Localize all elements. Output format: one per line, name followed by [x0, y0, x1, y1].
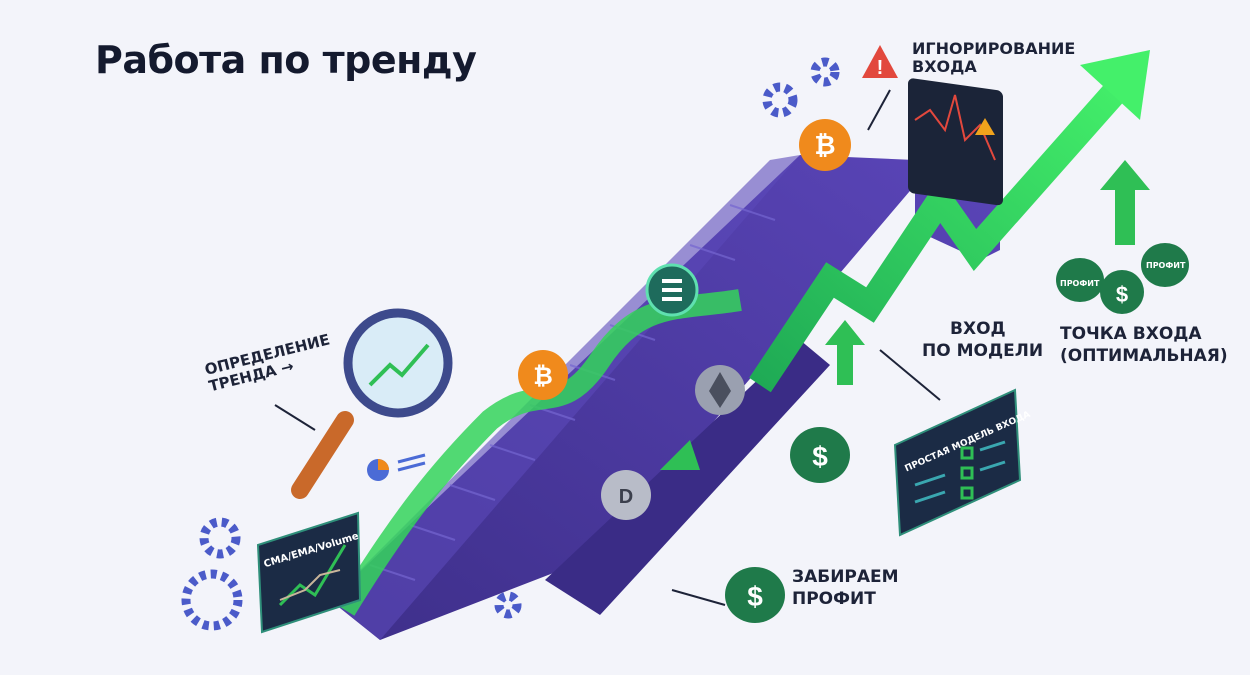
money-bag-icon: $	[790, 427, 850, 483]
label-entry-point-1: Точка входа	[1060, 324, 1202, 344]
label-take-profit-2: профит	[792, 589, 876, 609]
pie-chart-icon	[367, 453, 426, 481]
up-arrow-icon	[660, 160, 1150, 470]
pointer-arrows	[274, 89, 941, 606]
bitcoin-coin-icon: ₿	[799, 119, 851, 171]
warning-chart-panel	[908, 78, 1003, 206]
svg-text:$: $	[812, 441, 828, 472]
money-bag-icon: $	[1100, 270, 1144, 314]
svg-text:₿: ₿	[814, 130, 835, 160]
label-ignore-entry: Игнорирование входа	[912, 39, 1076, 76]
money-bag-icon	[1141, 243, 1189, 287]
solana-coin-icon	[645, 263, 699, 317]
dash-coin-icon: D	[601, 470, 651, 520]
svg-text:!: !	[877, 57, 884, 79]
checklist-panel	[893, 388, 1022, 537]
bitcoin-coin-icon: ₿	[518, 350, 568, 400]
warning-icon: !	[862, 45, 898, 79]
svg-text:D: D	[619, 486, 633, 508]
magnifier-icon	[291, 308, 453, 499]
ethereum-coin-icon	[695, 365, 745, 415]
money-bag-symbol: $	[1072, 272, 1073, 273]
bag-label-profit: Профит	[1060, 279, 1100, 288]
label-entry-point-2: (оптимальная)	[1060, 346, 1228, 366]
svg-text:$: $	[747, 581, 763, 612]
label-model-entry-2: по модели	[922, 341, 1044, 361]
label-take-profit-1: Забираем	[792, 567, 899, 587]
svg-text:$: $	[1116, 282, 1128, 307]
page-title: Работа по тренду	[95, 38, 477, 82]
bag-label-profit: Профит	[1146, 261, 1186, 270]
money-bag-icon: $	[725, 567, 785, 623]
big-uptrend-arrow	[749, 50, 1150, 393]
money-bag-icon	[1056, 258, 1104, 302]
svg-text:₿: ₿	[533, 363, 553, 390]
gear-icon	[181, 57, 840, 631]
label-model-entry-1: Вход	[950, 319, 1006, 339]
indicator-panel	[256, 511, 362, 634]
